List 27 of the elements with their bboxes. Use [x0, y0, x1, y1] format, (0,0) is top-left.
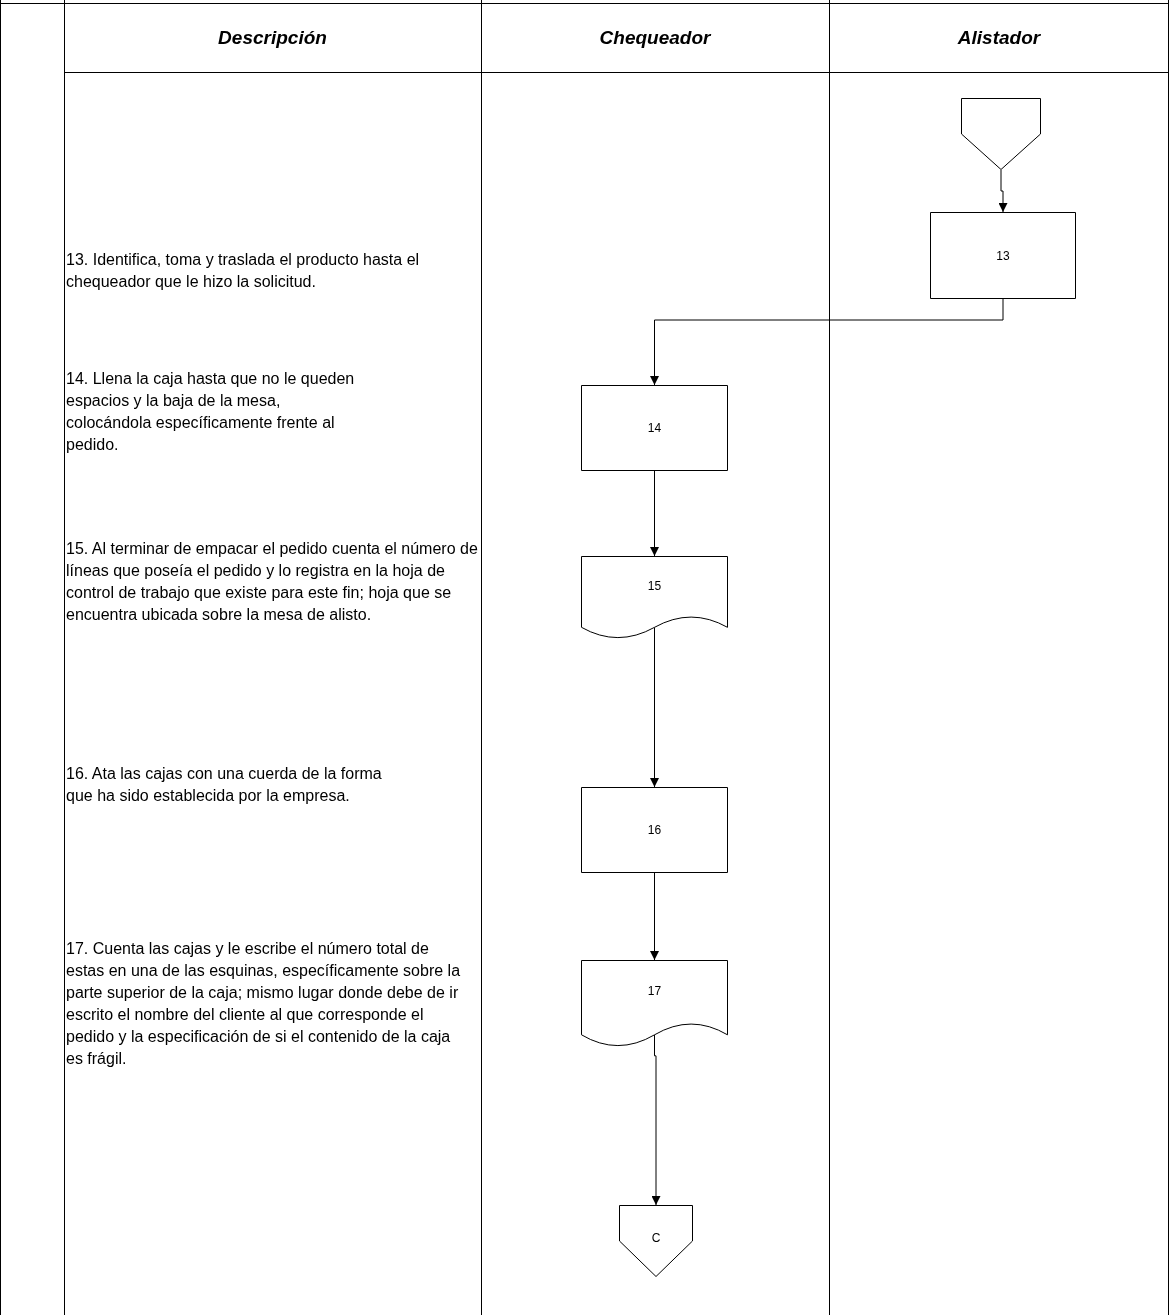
step-description: 15. Al terminar de empacar el pedido cuenta el número de líneas que poseía el pedido y lo registra en la hoja de control de trabajo que existe para este fin; hoja que se encuentra ubicada sobre la mesa de alisto. — [66, 539, 479, 625]
arrow — [998, 169, 1008, 213]
step-number: 13 — [996, 248, 1010, 263]
column-header: Chequeador — [599, 27, 711, 49]
step-number: 17 — [647, 983, 662, 998]
step-number: 14 — [647, 421, 662, 435]
column-header: Descripción — [218, 27, 327, 49]
step-description: 14. Llena la caja hasta que no le queden espacios y la baja de la mesa, colocándola específicamente frente al pedido. — [66, 369, 356, 455]
arrow — [651, 1034, 661, 1206]
step-description: 16. Ata las cajas con una cuerda de la forma que ha sido establecida por la empresa. — [66, 764, 383, 806]
process-box — [581, 787, 728, 873]
document-shape — [581, 556, 728, 638]
off-page-connector — [619, 1205, 693, 1277]
document-shape — [581, 960, 728, 1046]
step-number: 16 — [647, 823, 662, 837]
column-header: Alistador — [957, 27, 1041, 49]
step-number: 15 — [647, 578, 662, 593]
step-number: C — [651, 1231, 661, 1246]
arrow — [650, 470, 659, 557]
arrow — [650, 626, 659, 788]
step-description: 17. Cuenta las cajas y le escribe el número total de estas en una de las esquinas, específicamente sobre la parte superior de la caja; mismo lugar donde debe de ir escrito el nombre del cliente al que corresponde el pedido y la especificación de si el contenido de la caja es frágil. — [66, 939, 462, 1069]
arrow — [650, 298, 1004, 386]
process-box — [581, 385, 728, 471]
arrow — [650, 872, 659, 961]
process-box — [930, 212, 1076, 299]
step-description: 13. Identifica, toma y traslada el producto hasta el chequeador que le hizo la solicitud. — [66, 250, 421, 292]
off-page-connector — [961, 98, 1041, 170]
